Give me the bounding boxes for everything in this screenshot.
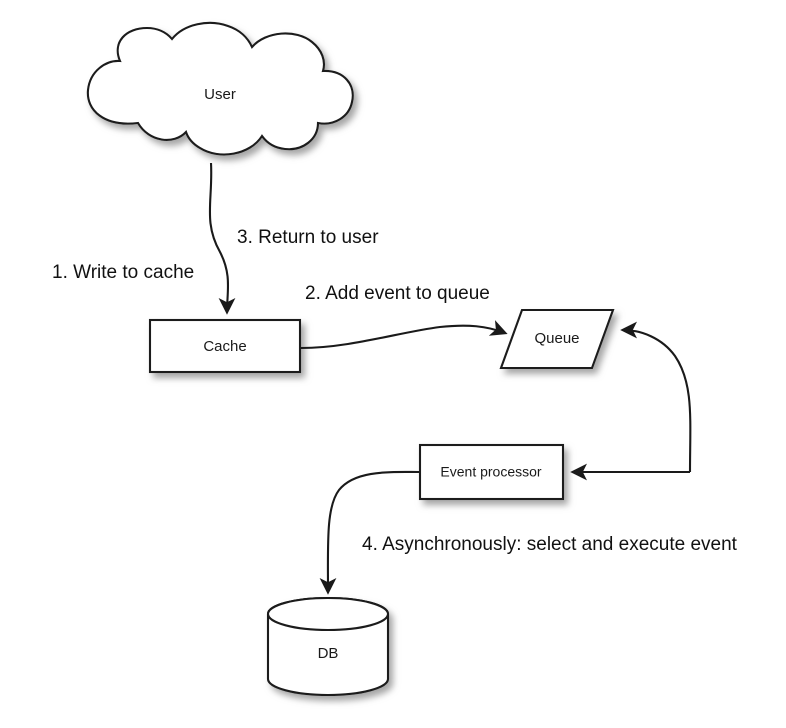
node-queue-label: Queue xyxy=(534,330,579,347)
edge-label-step-2: 2. Add event to queue xyxy=(305,283,490,304)
edge-label-step-3: 3. Return to user xyxy=(237,227,379,248)
node-event-processor[interactable]: Event processor xyxy=(418,443,565,501)
node-queue[interactable]: Queue xyxy=(499,308,615,370)
node-user[interactable]: User xyxy=(86,21,354,156)
edge-cache-to-queue xyxy=(300,320,508,350)
edge-label-step-4: 4. Asynchronously: select and execute ev… xyxy=(362,534,738,555)
node-event-processor-label: Event processor xyxy=(440,464,541,480)
edge-event-processor-to-db xyxy=(319,470,420,595)
edge-queue-loop-in xyxy=(620,321,692,473)
node-cache[interactable]: Cache xyxy=(148,318,302,374)
node-db-label: DB xyxy=(318,645,339,662)
node-user-label: User xyxy=(204,86,236,103)
edge-label-step-1: 1. Write to cache xyxy=(52,262,194,283)
node-cache-label: Cache xyxy=(203,338,246,355)
edge-user-to-cache xyxy=(208,162,236,315)
node-db[interactable]: DB xyxy=(266,596,390,697)
